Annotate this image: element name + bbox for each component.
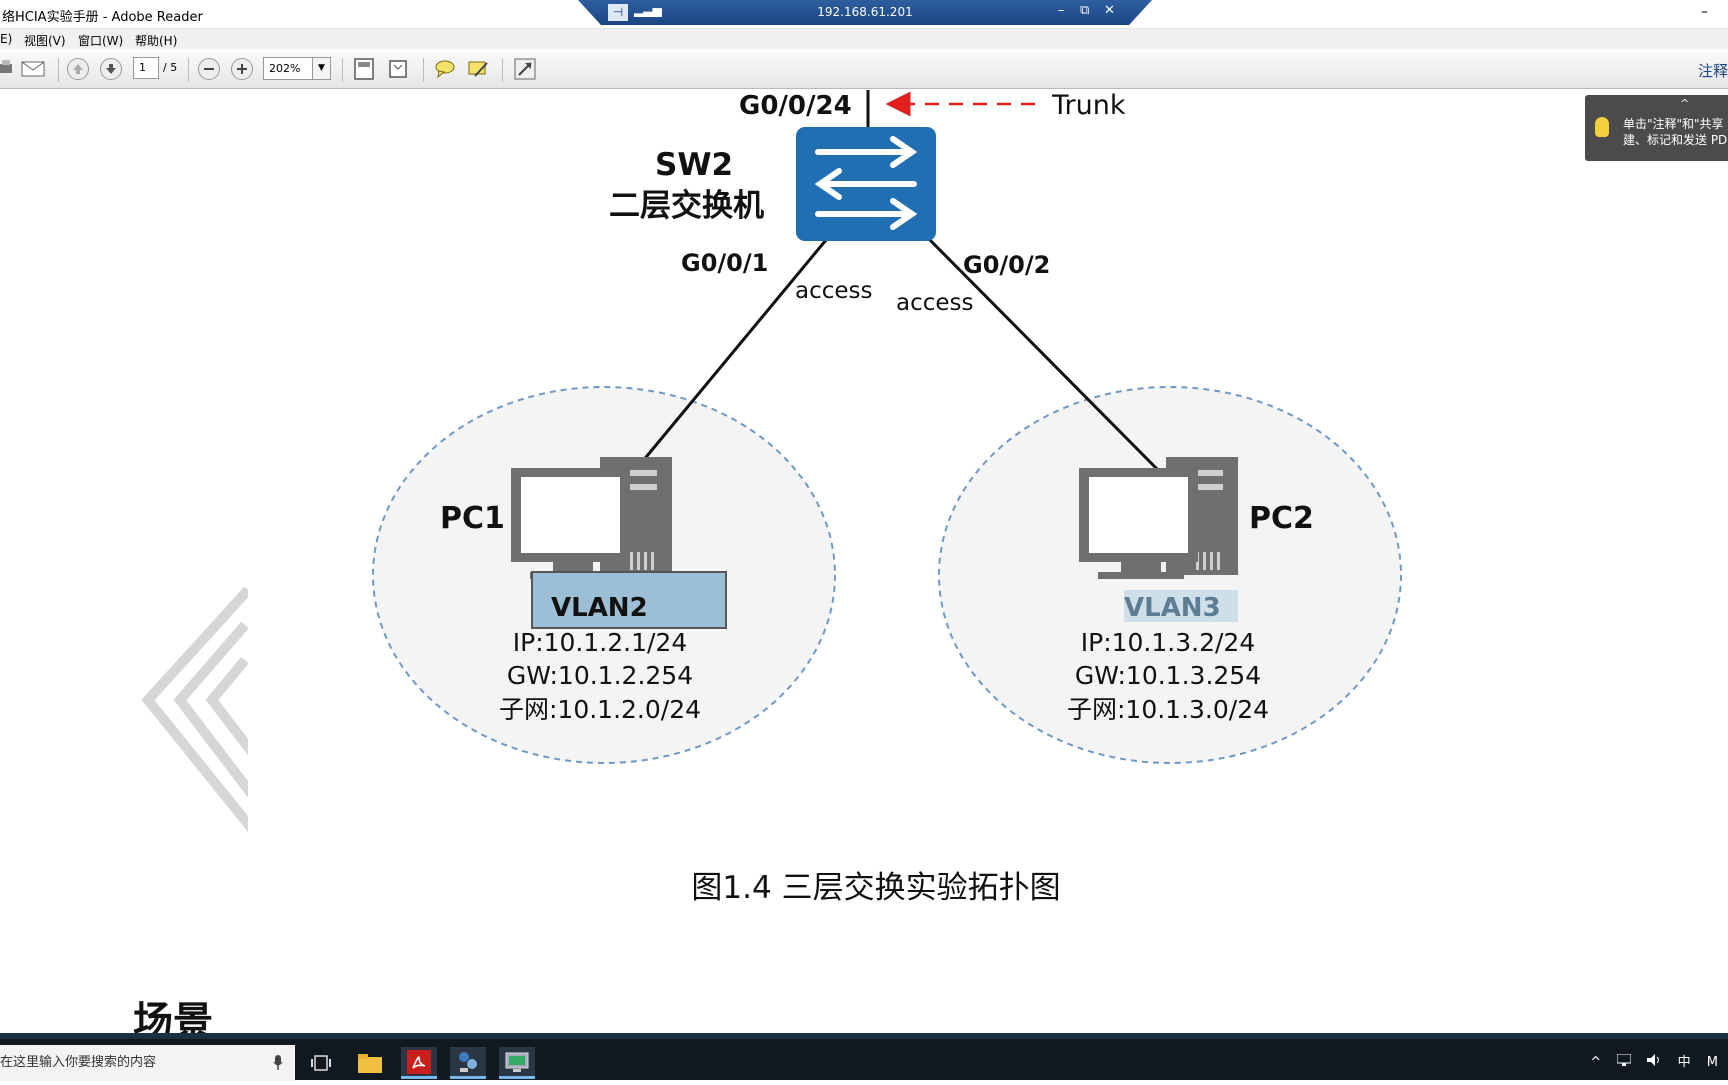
page-total: / 5 (163, 61, 178, 74)
vlan3-label: VLAN3 (1124, 593, 1221, 623)
ime-indicator[interactable]: 中 (1677, 1055, 1691, 1070)
rdp-host-ip: 192.168.61.201 (817, 5, 913, 19)
document-view[interactable]: G0/0/24 Trunk SW2 二层交换机 G0/0/1 G0/0/2 ac… (0, 90, 1728, 1033)
menu-bar: E) 视图(V) 窗口(W) 帮助(H) (0, 29, 1728, 49)
network-tool-icon[interactable] (450, 1047, 486, 1079)
pc2-computer-icon (1079, 457, 1238, 579)
volume-icon[interactable] (1647, 1054, 1665, 1070)
vlan2-label: VLAN2 (551, 593, 648, 623)
fit-page-icon[interactable] (352, 57, 376, 81)
rdp-close-button[interactable]: ✕ (1104, 3, 1115, 18)
zoom-value: 202% (269, 62, 301, 75)
minimize-button[interactable]: – (1701, 4, 1708, 20)
link-pc2 (926, 236, 1162, 474)
tip-line-2: 建、标记和发送 PD (1623, 133, 1728, 147)
vlan3-selection (1124, 590, 1238, 622)
pc1-gateway: GW:10.1.2.254 (507, 661, 693, 690)
topology-diagram: G0/0/24 Trunk SW2 二层交换机 G0/0/1 G0/0/2 ac… (133, 90, 1402, 1033)
window-title: 络HCIA实验手册 - Adobe Reader (2, 10, 203, 25)
pc1-computer-icon (511, 457, 672, 579)
comment-tip-popup[interactable]: ^ 单击"注释"和"共享 建、标记和发送 PD (1585, 95, 1728, 161)
fit-width-icon[interactable] (386, 57, 410, 81)
switch-name: SW2 (655, 147, 733, 183)
switch-type: 二层交换机 (609, 188, 764, 224)
tray-chevron-icon[interactable]: ^ (1590, 1055, 1602, 1070)
zoom-out-icon[interactable] (198, 58, 220, 80)
task-view-icon[interactable] (303, 1047, 339, 1079)
pc1-label: PC1 (440, 501, 505, 536)
network-icon[interactable] (1616, 1053, 1635, 1070)
collapse-tip-icon[interactable]: ^ (1680, 97, 1690, 110)
zoom-in-icon[interactable] (231, 58, 253, 80)
pc1-subnet: 子网:10.1.2.0/24 (499, 695, 701, 724)
previous-page-icon[interactable] (67, 58, 89, 80)
port-label-left: G0/0/1 (681, 249, 768, 277)
adobe-reader-icon[interactable] (401, 1047, 437, 1079)
comment-icon[interactable] (432, 57, 458, 81)
rdp-connection-bar: ⊣ ▂▃▅ 192.168.61.201 – ⧉ ✕ (578, 0, 1152, 25)
microphone-icon[interactable] (273, 1045, 283, 1085)
print-icon[interactable] (0, 57, 14, 81)
vlan2-highlight (531, 571, 727, 629)
pc2-subnet: 子网:10.1.3.0/24 (1067, 695, 1269, 724)
highlight-icon[interactable] (465, 57, 491, 81)
email-icon[interactable] (20, 57, 46, 81)
zoom-select[interactable]: 202% ▼ (263, 57, 331, 80)
tray-extra[interactable]: M (1706, 1055, 1718, 1070)
chevron-down-icon[interactable]: ▼ (312, 58, 330, 79)
lightbulb-icon (1595, 117, 1609, 137)
rdp-restore-button[interactable]: ⧉ (1080, 3, 1090, 18)
menu-view[interactable]: 视图(V) (24, 34, 66, 48)
expand-icon[interactable] (512, 57, 538, 81)
link-pc1 (640, 239, 828, 463)
pc2-label: PC2 (1249, 501, 1314, 536)
pin-icon[interactable]: ⊣ (608, 4, 628, 21)
signal-icon: ▂▃▅ (634, 3, 662, 17)
switch-icon (796, 127, 936, 241)
file-explorer-icon[interactable] (352, 1047, 388, 1079)
page-number-input[interactable]: 1 (133, 57, 159, 79)
search-placeholder: 在这里输入你要搜索的内容 (0, 1055, 157, 1070)
menu-window[interactable]: 窗口(W) (78, 34, 124, 48)
trunk-label: Trunk (1051, 90, 1126, 121)
menu-help[interactable]: 帮助(H) (135, 34, 178, 48)
toolbar (0, 49, 1728, 89)
access-label-left: access (795, 278, 873, 304)
taskbar-search[interactable]: 在这里输入你要搜索的内容 (0, 1045, 295, 1081)
port-label-right: G0/0/2 (963, 251, 1050, 279)
comment-panel-button[interactable]: 注释 (1697, 62, 1728, 80)
taskbar: 在这里输入你要搜索的内容 ^ 中 M (0, 1033, 1728, 1081)
section-heading: 场景 (133, 999, 213, 1033)
figure-caption: 图1.4 三层交换实验拓扑图 (691, 870, 1060, 906)
next-page-icon[interactable] (100, 58, 122, 80)
pc1-ip: IP:10.1.2.1/24 (513, 628, 687, 657)
rdp-minimize-button[interactable]: – (1058, 3, 1065, 18)
access-label-right: access (896, 290, 974, 316)
pc2-ip: IP:10.1.3.2/24 (1081, 628, 1255, 657)
remote-desktop-icon[interactable] (499, 1047, 535, 1079)
port-label-top: G0/0/24 (739, 91, 852, 121)
system-tray: ^ 中 M (1578, 1051, 1718, 1070)
watermark (141, 586, 269, 849)
menu-edit[interactable]: E) (0, 32, 13, 46)
tip-line-1: 单击"注释"和"共享 (1623, 117, 1724, 131)
pc2-gateway: GW:10.1.3.254 (1075, 661, 1261, 690)
